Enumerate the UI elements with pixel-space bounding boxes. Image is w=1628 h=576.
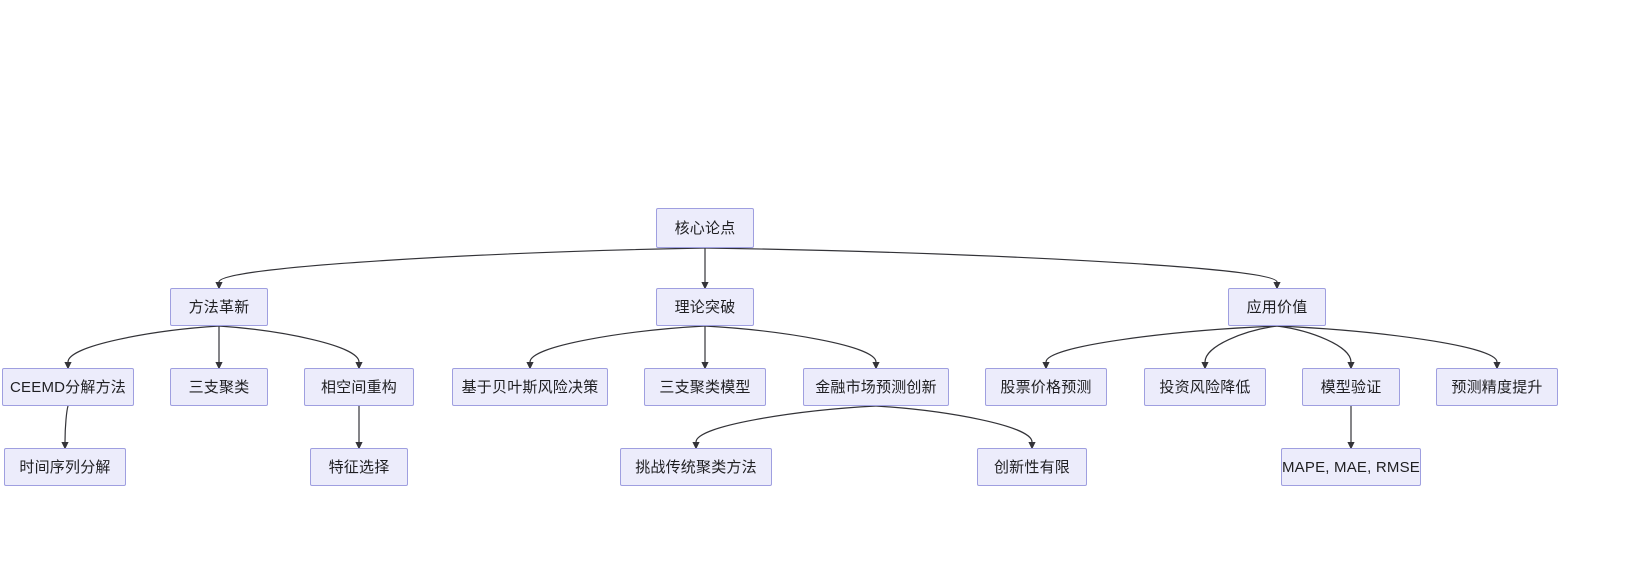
flow-edge-m3-to-c9 bbox=[1276, 325, 1352, 363]
flow-node-c4[interactable]: 基于贝叶斯风险决策 bbox=[452, 368, 608, 406]
flow-node-c10[interactable]: 预测精度提升 bbox=[1436, 368, 1558, 406]
flow-node-d5[interactable]: MAPE, MAE, RMSE bbox=[1281, 448, 1421, 486]
flow-node-c9[interactable]: 模型验证 bbox=[1302, 368, 1400, 406]
flow-edge-root-to-m1 bbox=[218, 247, 706, 283]
flow-node-root[interactable]: 核心论点 bbox=[656, 208, 754, 248]
flow-node-d2[interactable]: 特征选择 bbox=[310, 448, 408, 486]
flow-edge-m2-to-c4 bbox=[529, 325, 706, 363]
flow-node-c5[interactable]: 三支聚类模型 bbox=[644, 368, 766, 406]
flow-node-label: 时间序列分解 bbox=[19, 458, 111, 476]
flow-node-d4[interactable]: 创新性有限 bbox=[977, 448, 1087, 486]
flow-node-c8[interactable]: 投资风险降低 bbox=[1144, 368, 1266, 406]
flow-node-label: 相空间重构 bbox=[320, 378, 397, 396]
flow-edge-m1-to-c1 bbox=[67, 325, 220, 363]
flow-node-label: CEEMD分解方法 bbox=[10, 378, 126, 396]
flow-node-label: MAPE, MAE, RMSE bbox=[1281, 458, 1421, 476]
flow-node-c6[interactable]: 金融市场预测创新 bbox=[803, 368, 949, 406]
flow-node-m3[interactable]: 应用价值 bbox=[1228, 288, 1326, 326]
flow-edge-m3-to-c7 bbox=[1045, 325, 1278, 363]
flow-edge-c6-to-d3 bbox=[695, 405, 877, 443]
flow-node-label: 三支聚类模型 bbox=[659, 378, 751, 396]
flow-node-m1[interactable]: 方法革新 bbox=[170, 288, 268, 326]
flow-node-label: 核心论点 bbox=[674, 219, 736, 237]
flow-node-c3[interactable]: 相空间重构 bbox=[304, 368, 414, 406]
flow-node-d1[interactable]: 时间序列分解 bbox=[4, 448, 126, 486]
flow-edge-m1-to-c3 bbox=[218, 325, 360, 363]
flow-node-c1[interactable]: CEEMD分解方法 bbox=[2, 368, 134, 406]
flow-node-label: 创新性有限 bbox=[993, 458, 1070, 476]
flow-node-label: 模型验证 bbox=[1320, 378, 1382, 396]
flow-node-c2[interactable]: 三支聚类 bbox=[170, 368, 268, 406]
flow-node-label: 挑战传统聚类方法 bbox=[635, 458, 757, 476]
flow-edge-m2-to-c6 bbox=[704, 325, 877, 363]
flow-node-label: 应用价值 bbox=[1246, 298, 1308, 316]
flow-node-c7[interactable]: 股票价格预测 bbox=[985, 368, 1107, 406]
flow-node-label: 预测精度提升 bbox=[1451, 378, 1543, 396]
flow-node-label: 投资风险降低 bbox=[1159, 378, 1251, 396]
flow-edge-m3-to-c8 bbox=[1204, 325, 1278, 363]
flow-node-label: 方法革新 bbox=[188, 298, 250, 316]
flow-node-label: 基于贝叶斯风险决策 bbox=[461, 378, 599, 396]
flow-node-label: 理论突破 bbox=[674, 298, 736, 316]
flow-edge-root-to-m3 bbox=[704, 247, 1278, 283]
flow-node-d3[interactable]: 挑战传统聚类方法 bbox=[620, 448, 772, 486]
flow-node-label: 特征选择 bbox=[328, 458, 390, 476]
flow-edge-c6-to-d4 bbox=[875, 405, 1033, 443]
flow-edge-c1-to-d1 bbox=[64, 405, 69, 443]
flow-node-m2[interactable]: 理论突破 bbox=[656, 288, 754, 326]
flow-node-label: 三支聚类 bbox=[188, 378, 250, 396]
flow-node-label: 股票价格预测 bbox=[1000, 378, 1092, 396]
flow-edge-m3-to-c10 bbox=[1276, 325, 1498, 363]
flow-node-label: 金融市场预测创新 bbox=[815, 378, 937, 396]
